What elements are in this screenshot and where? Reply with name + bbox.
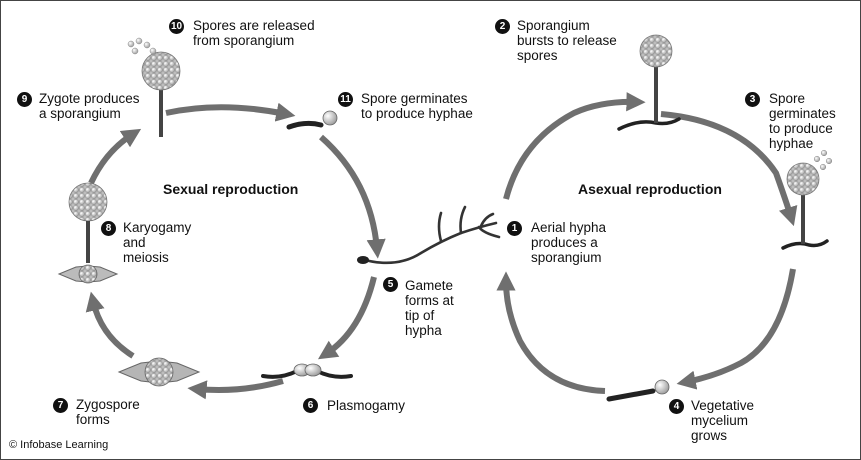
step-8-number: 8 (101, 221, 116, 236)
step-3-number: 3 (745, 92, 760, 107)
step-7-number: 7 (53, 398, 68, 413)
germinating-sporangium-3 (781, 149, 833, 250)
step-2-number: 2 (495, 19, 510, 34)
step-10-number: 10 (169, 19, 184, 34)
arrow-spore-to-gamete (319, 134, 386, 259)
arrow-meiosis-to-zygote (88, 128, 142, 185)
arrow-plasmogamy-to-zygospore (187, 378, 284, 400)
arrow-germinate-to-mycelium (676, 268, 796, 390)
arrow-zygote-to-spore (165, 102, 296, 122)
germinating-spore-11 (286, 110, 338, 130)
central-hypha (357, 205, 501, 265)
step-4-number: 4 (669, 399, 684, 414)
sporangium-sexual (127, 37, 181, 137)
arrow-mycelium-to-aerial (496, 271, 606, 394)
karyogamy-structure (57, 182, 119, 284)
vegetative-mycelium (606, 379, 670, 402)
sexual-reproduction-title: Sexual reproduction (163, 181, 299, 197)
sporangium-bursting (617, 34, 681, 131)
step-6-number: 6 (303, 398, 318, 413)
zygospore (117, 357, 201, 387)
step-11-number: 11 (338, 92, 353, 107)
arrow-gamete-to-plasmogamy (317, 276, 377, 360)
step-1-number: 1 (507, 221, 522, 236)
arrow-zygospore-to-meiosis (85, 291, 135, 359)
arrow-aerial-to-sporangium (503, 92, 646, 200)
copyright-notice: © Infobase Learning (9, 439, 109, 451)
step-6-label: Plasmogamy (327, 398, 406, 413)
arrow-burst-to-germinate (660, 111, 798, 227)
plasmogamy-structure (261, 363, 353, 379)
sexual-cycle-arrows (85, 102, 386, 400)
step-9-number: 9 (17, 92, 32, 107)
step-5-number: 5 (383, 277, 398, 292)
asexual-cycle-arrows (496, 92, 798, 394)
asexual-reproduction-title: Asexual reproduction (578, 181, 722, 197)
